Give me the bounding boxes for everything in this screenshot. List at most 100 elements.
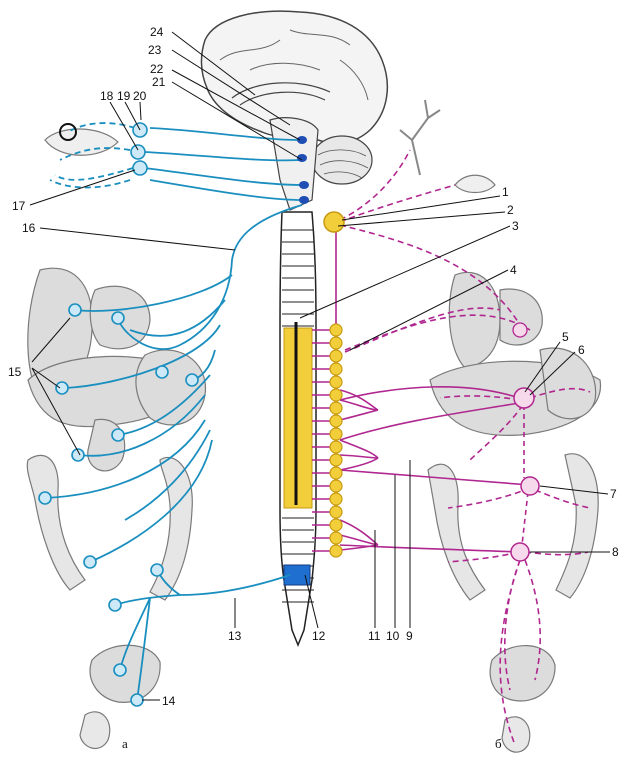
sympathetic-fiber-head-eye — [339, 184, 456, 223]
pelvic-ganglion — [108, 598, 122, 612]
leader-24 — [171, 31, 256, 96]
stomach-ganglion — [185, 373, 199, 387]
leader-18 — [109, 101, 139, 151]
superior-mesenteric-to-colon — [447, 487, 591, 509]
label-22: 22 — [150, 62, 164, 76]
vagus-to-heart — [129, 299, 226, 337]
sympathetic-trunk-ganglion — [329, 414, 343, 428]
left-stomach — [135, 349, 207, 426]
inferior-mesenteric-to-pelvis — [499, 559, 541, 746]
label-23: 23 — [148, 43, 162, 57]
sympathetic-trunk-ganglion — [329, 375, 343, 389]
colon-ganglion-1 — [38, 491, 52, 505]
sympathetic-trunk-links — [312, 329, 330, 552]
colon-ganglion-3 — [150, 563, 164, 577]
vagus-to-kidney — [117, 374, 211, 436]
sympathetic-trunk-ganglion — [329, 492, 343, 506]
celiac-down-chain — [521, 405, 529, 546]
brainstem — [269, 117, 319, 211]
liver-ganglion — [55, 381, 69, 395]
sacral-region — [283, 564, 311, 586]
pelvic-splanchnic-nerve — [114, 574, 291, 606]
superior-cervical-ganglion — [323, 211, 345, 233]
sympathetic-trunk-ganglion — [329, 336, 343, 350]
heart-ganglion — [111, 311, 125, 325]
fan-lines-upper — [339, 389, 379, 421]
label-5: 5 — [562, 330, 569, 344]
superior-mesenteric-ganglion — [520, 476, 540, 496]
sympathetic-trunk-ganglion — [329, 531, 343, 545]
cranial-fiber-4 — [149, 179, 303, 201]
sympathetic-trunk-ganglion — [329, 479, 343, 493]
organ-silhouettes — [26, 10, 601, 753]
right-genitals — [501, 716, 531, 753]
leader-19 — [124, 101, 141, 131]
vagus-to-colon-2 — [89, 439, 213, 563]
colon-ganglion-2 — [83, 555, 97, 569]
left-eye — [44, 128, 119, 156]
splanchnic-to-inferior-mesenteric — [339, 544, 521, 553]
nucleus-1 — [297, 136, 307, 144]
vagus-to-intestine-2 — [44, 419, 206, 499]
celiac-to-liver — [439, 395, 521, 401]
label-24: 24 — [150, 25, 164, 39]
thoracolumbar-region — [283, 327, 313, 509]
brain-outline — [200, 10, 389, 144]
sympathetic-fiber-heart — [339, 224, 521, 326]
sublabel-a: а — [122, 736, 128, 751]
label-13: 13 — [228, 629, 242, 643]
sympathetic-fiber-lung — [344, 307, 501, 353]
label-20: 20 — [133, 89, 147, 103]
left-colon-2 — [149, 456, 193, 601]
leader-17 — [29, 169, 136, 206]
submandibular-ganglion — [132, 160, 148, 176]
sympathetic-trunk-ganglion — [329, 505, 343, 519]
vagus-to-lung — [74, 274, 233, 312]
sympathetic-trunk-ganglion — [329, 388, 343, 402]
leader-22 — [171, 69, 301, 141]
right-colon-2 — [555, 453, 599, 599]
kidney-ganglion — [111, 428, 125, 442]
leader-15 — [31, 317, 81, 456]
parasympathetic-ganglia — [38, 122, 199, 707]
nucleus-4 — [299, 196, 309, 204]
genital-ganglion — [130, 693, 144, 707]
sympathetic-trunk-ganglion — [329, 440, 343, 454]
pelvic-to-genitals — [136, 597, 151, 701]
head-sympathetic-ganglion — [512, 322, 528, 338]
cerebellum — [311, 135, 373, 185]
fan-lines-lower — [339, 519, 379, 551]
leader-4 — [349, 269, 509, 351]
label-15: 15 — [8, 365, 22, 379]
sympathetic-fiber-vessel — [339, 149, 411, 221]
leader-21 — [171, 81, 303, 161]
cranial-fiber-1 — [149, 127, 301, 141]
celiac-ganglion — [513, 387, 535, 409]
label-1: 1 — [502, 185, 509, 199]
inferior-mesenteric-to-colon — [447, 551, 589, 563]
parasympathetic-pathways — [44, 122, 303, 701]
leader-23 — [171, 49, 291, 126]
sympathetic-trunk-ganglion — [329, 518, 343, 532]
label-8: 8 — [612, 545, 619, 559]
vagus-nerve — [117, 204, 303, 350]
right-colon — [427, 463, 486, 601]
nucleus-3 — [299, 181, 309, 189]
brain-gyri — [219, 29, 369, 101]
label-19: 19 — [117, 89, 131, 103]
sympathetic-fiber-heart-2 — [344, 314, 531, 351]
sympathetic-trunk-ganglion — [329, 401, 343, 415]
intestine-ganglion-1 — [155, 365, 169, 379]
label-11: 11 — [368, 629, 381, 643]
cerebellum-folia — [317, 149, 369, 179]
label-4: 4 — [510, 263, 517, 277]
right-eye — [454, 174, 496, 194]
label-6: 6 — [578, 343, 585, 357]
vagus-to-colon — [124, 429, 211, 521]
vagus-to-intestine — [79, 394, 206, 457]
splanchnic-to-celiac-2 — [339, 401, 526, 441]
splanchnic-to-superior-mesenteric — [339, 469, 531, 486]
label-7: 7 — [610, 487, 617, 501]
bladder-ganglion — [113, 663, 127, 677]
